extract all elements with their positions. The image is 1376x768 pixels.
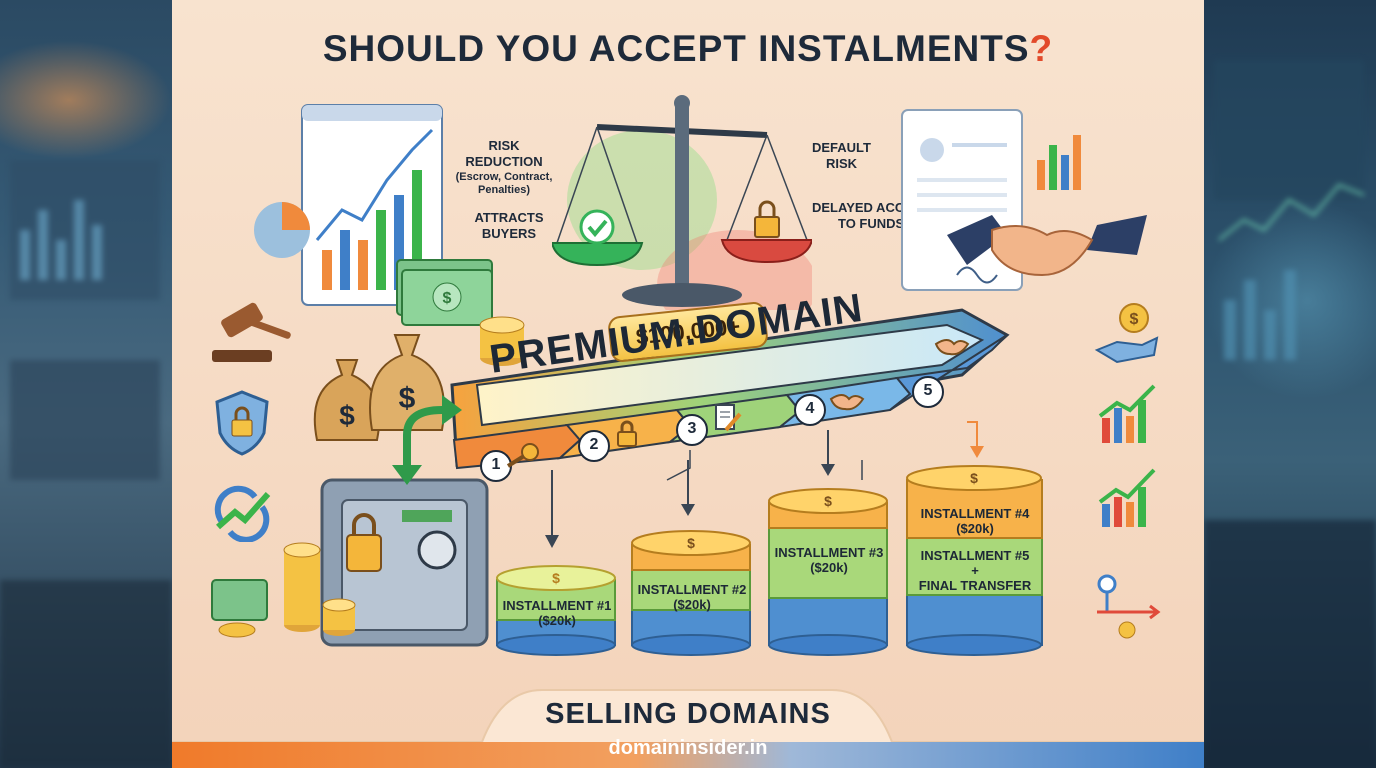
footer-site: domaininsider.in (608, 737, 768, 759)
svg-text:$: $ (339, 400, 355, 431)
installment-4-5-stack: $ (906, 465, 1043, 656)
svg-text:$: $ (970, 470, 978, 486)
svg-text:$: $ (443, 290, 452, 307)
handshake-end-icon (934, 339, 970, 356)
svg-text:$: $ (687, 535, 695, 551)
down-arrow-2 (681, 460, 695, 516)
down-arrow-4 (967, 421, 984, 458)
bar-chart-up-icon (1098, 384, 1156, 443)
left-glow (0, 40, 172, 160)
footer-band (172, 689, 1204, 768)
coin-hand-icon: $ (1094, 303, 1159, 364)
growth-cycle-icon (214, 485, 271, 542)
gavel-icon (212, 302, 291, 362)
down-arrow-3 (821, 430, 835, 476)
transfer-arrow-icon (392, 395, 462, 485)
growth-chart-illustration (254, 104, 443, 306)
vault-safe-icon (320, 478, 489, 647)
down-arrow-1 (545, 470, 559, 548)
coins-and-cash-icon (211, 542, 356, 638)
step-2-badge: 2 (578, 430, 610, 462)
infographic-panel: SHOULD YOU ACCEPT INSTALMENTS? $ $ $ (172, 0, 1204, 768)
right-blurred-charts (1204, 60, 1376, 768)
installment-1-label: INSTALLMENT #1($20k) (502, 598, 612, 628)
handshake-small-icon (829, 394, 865, 411)
page-title: SHOULD YOU ACCEPT INSTALMENTS? (322, 28, 1054, 69)
svg-text:$: $ (399, 382, 416, 415)
shield-lock-icon (215, 390, 269, 456)
attracts-buyers-label: ATTRACTS BUYERS (474, 210, 544, 242)
svg-text:$: $ (824, 493, 832, 509)
installment-2-label: INSTALLMENT #2($20k) (637, 582, 747, 612)
coin-stack-top-icon (479, 316, 525, 366)
handshake-illustration (947, 215, 1147, 277)
installment-3-label: INSTALLMENT #3($20k) (774, 545, 884, 575)
installment-3-stack: $ (768, 488, 888, 656)
blurred-left-background (0, 0, 172, 768)
risk-reduction-label: RISK REDUCTION (Escrow, Contract, Penalt… (455, 138, 553, 197)
svg-text:$: $ (552, 570, 560, 586)
padlock-icon (617, 420, 637, 447)
balance-scale-illustration (552, 95, 812, 310)
installment-2-stack: $ (631, 530, 751, 656)
cash-stack-icon: $ (396, 259, 493, 326)
trend-chart-icon (1098, 468, 1156, 527)
step-5-badge: 5 (912, 376, 944, 408)
installment-4-label: INSTALLMENT #4($20k) (920, 506, 1030, 536)
footer-title: SELLING DOMAINS (545, 698, 831, 730)
step-4-badge: 4 (794, 394, 826, 426)
left-blurred-charts (0, 160, 172, 768)
blurred-right-background (1204, 0, 1376, 768)
key-icon (506, 443, 539, 468)
installment-1-stack: $ (496, 565, 616, 656)
step-3-badge: 3 (676, 414, 708, 446)
payment-timeline-icon (1097, 574, 1161, 639)
document-pen-icon (715, 404, 742, 432)
installment-5-label: INSTALLMENT #5+FINAL TRANSFER (918, 548, 1032, 593)
svg-text:$: $ (1130, 311, 1139, 328)
